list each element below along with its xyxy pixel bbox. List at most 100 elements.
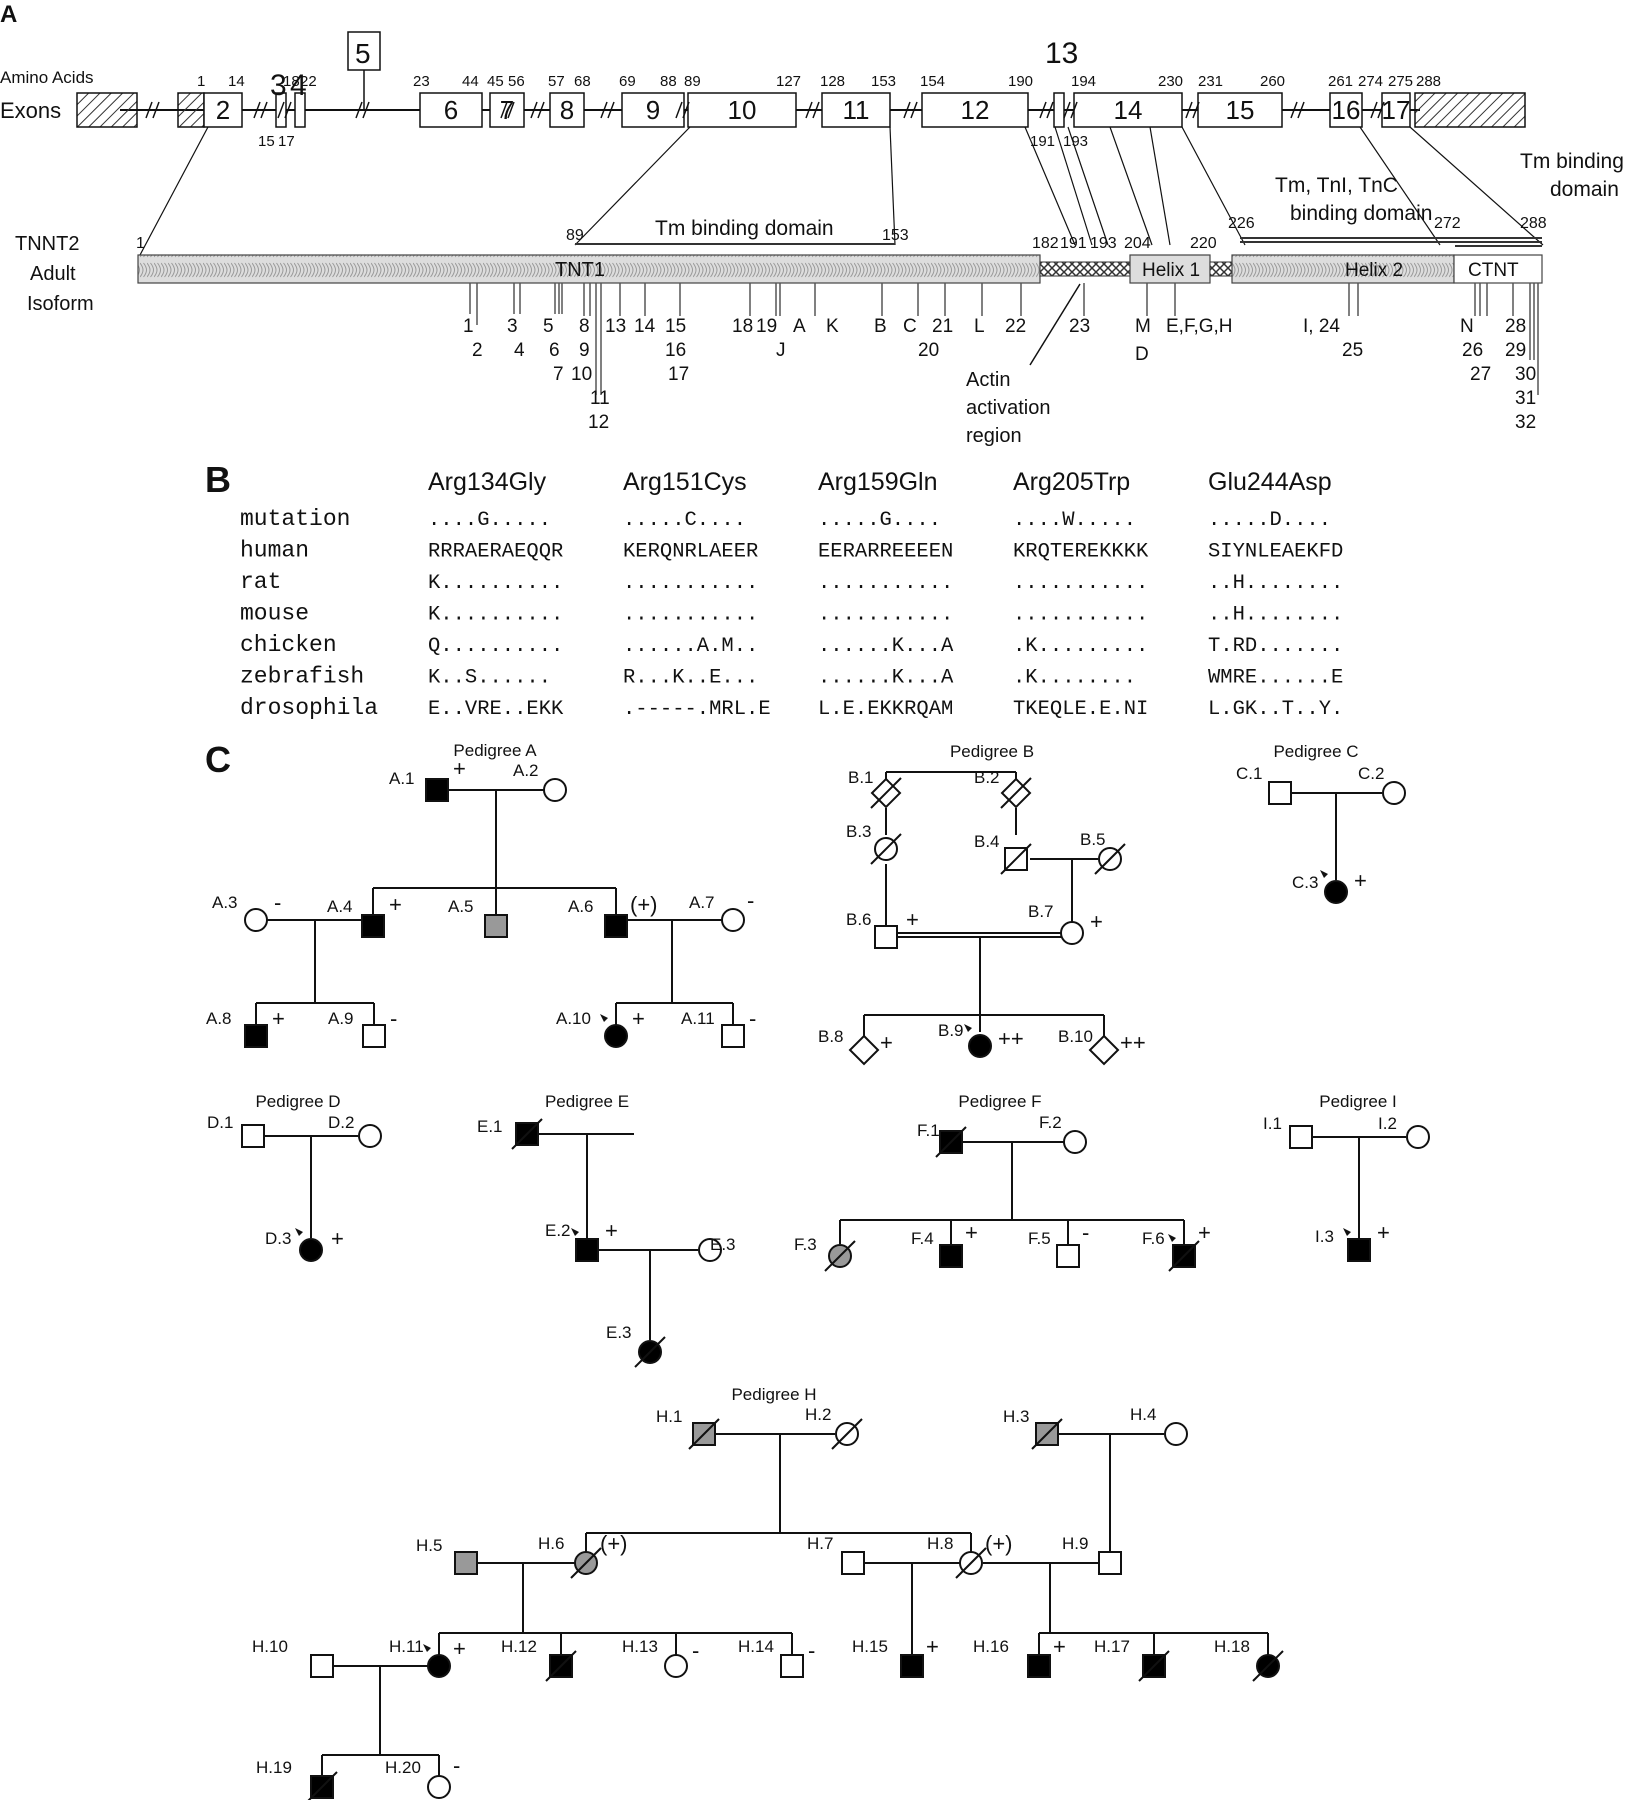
individual-B-4-deceased-mark <box>1000 843 1032 875</box>
seq-human-1: KERQNRLAEER <box>623 541 758 564</box>
mutation-label-24: 20 <box>918 340 939 361</box>
mutation-label-13: 14 <box>634 316 656 337</box>
panel-b-label: B <box>205 459 231 500</box>
individual-I-2 <box>1406 1125 1430 1149</box>
break-mark <box>1192 101 1200 119</box>
exon-8-aa-0: 57 <box>548 73 565 90</box>
individual-F-5-label: F.5 <box>1028 1229 1051 1248</box>
exon-4-label: 4 <box>290 69 307 102</box>
exon-4-aa-below-2: 17 <box>278 133 295 150</box>
mutation-label-32: I, 24 <box>1303 316 1340 337</box>
individual-D-3-label: D.3 <box>265 1229 291 1248</box>
exon-13-box <box>1053 92 1065 128</box>
individual-H-10 <box>310 1654 334 1678</box>
helix-1-domain <box>1129 254 1211 284</box>
tm-binding-c-label-2: domain <box>1550 178 1619 201</box>
individual-A-1-genotype: + <box>453 756 466 781</box>
individual-H-1-label: H.1 <box>656 1407 682 1426</box>
exon-3-aa-below-0: 15 <box>258 133 275 150</box>
tm-tni-tnc-label-2: binding domain <box>1290 202 1432 225</box>
individual-B-6-genotype: + <box>906 907 919 932</box>
break-mark <box>805 101 813 119</box>
species-drosophila: drosophila <box>240 695 378 721</box>
exon-12-label: 12 <box>961 95 990 125</box>
individual-D-2 <box>358 1124 382 1148</box>
mutation-label-41: 32 <box>1515 412 1536 433</box>
individual-H-7-label: H.7 <box>807 1534 833 1553</box>
exon-2-aa-0: 1 <box>197 73 205 90</box>
exon-15-aa-1: 260 <box>1260 73 1285 90</box>
break-mark <box>1070 101 1078 119</box>
break-mark <box>1297 101 1305 119</box>
individual-A-11-label: A.11 <box>681 1009 715 1028</box>
mutation-header-3: Arg205Trp <box>1013 468 1130 496</box>
individual-I-3-proband-arrow <box>1343 1228 1351 1236</box>
individual-C-1 <box>1268 781 1292 805</box>
seq-zebrafish-4: WMRE......E <box>1208 667 1343 690</box>
individual-B-2-label: B.2 <box>974 768 1000 787</box>
individual-H-11-label: H.11 <box>389 1637 424 1656</box>
exon-11-aa-0: 128 <box>820 73 845 90</box>
exon-11-box <box>821 92 891 128</box>
individual-H-18-deceased-mark <box>1252 1650 1284 1682</box>
break-mark <box>1039 101 1047 119</box>
individual-A-2 <box>543 778 567 802</box>
utr-5-block-1 <box>76 92 138 128</box>
seq-zebrafish-0: K..S...... <box>428 667 551 690</box>
individual-A-10-label: A.10 <box>556 1009 591 1028</box>
helix-1-label: Helix 1 <box>1142 260 1200 281</box>
pos-182: 182 <box>1032 235 1059 252</box>
exon-17-label: 17 <box>1382 95 1411 125</box>
seq-zebrafish-2: ......K...A <box>818 667 954 690</box>
break-mark <box>507 101 515 119</box>
exon-2-box <box>203 92 243 128</box>
individual-B-10 <box>1088 1034 1120 1066</box>
seq-chicken-2: ......K...A <box>818 635 954 658</box>
break-mark <box>500 101 508 119</box>
individual-H-11 <box>427 1654 451 1678</box>
tm-binding-c-label-1: Tm binding <box>1520 150 1624 173</box>
individual-C-2 <box>1382 781 1406 805</box>
exon-2-label: 2 <box>216 95 230 125</box>
individual-A-3 <box>244 908 268 932</box>
individual-F-6-label: F.6 <box>1142 1229 1165 1248</box>
exon-7-label: 7 <box>500 95 514 125</box>
exon-9-aa-1: 88 <box>660 73 677 90</box>
seq-mutation-3: ....W..... <box>1013 509 1136 532</box>
individual-H-3-label: H.3 <box>1003 1407 1029 1426</box>
individual-C-2-label: C.2 <box>1358 764 1384 783</box>
individual-H-6-label: H.6 <box>538 1534 564 1553</box>
seq-chicken-0: Q.......... <box>428 635 563 658</box>
pos-220: 220 <box>1190 235 1217 252</box>
individual-D-3 <box>299 1238 323 1262</box>
pedigree-H-title: Pedigree H <box>731 1385 816 1404</box>
individual-I-3-genotype: + <box>1377 1220 1390 1245</box>
exon-4-aa-0: 18 <box>283 73 300 90</box>
individual-B-6 <box>874 925 898 949</box>
individual-E-2-label: E.2 <box>545 1221 571 1240</box>
exon-4-aa-1: 22 <box>300 73 317 90</box>
individual-H-16-label: H.16 <box>973 1637 1009 1656</box>
individual-B-9 <box>968 1034 992 1058</box>
individual-H-9-label: H.9 <box>1062 1534 1088 1553</box>
individual-H-13-label: H.13 <box>622 1637 658 1656</box>
individual-B-4-label: B.4 <box>974 832 1000 851</box>
individual-C-3-label: C.3 <box>1292 873 1318 892</box>
species-chicken: chicken <box>240 632 337 658</box>
mutation-label-39: 30 <box>1515 364 1536 385</box>
mutation-label-26: L <box>974 316 985 337</box>
individual-H-5-label: H.5 <box>416 1536 442 1555</box>
intron-break-marks <box>145 101 1385 119</box>
seq-mouse-0: K.......... <box>428 604 563 627</box>
mutation-label-31: E,F,G,H <box>1166 316 1233 337</box>
exon-13-aa-below-1: 193 <box>1063 133 1088 150</box>
individual-H-5 <box>454 1551 478 1575</box>
exon-6-box <box>419 92 483 128</box>
individual-B-7-genotype: + <box>1090 909 1103 934</box>
individual-A-7-genotype: - <box>747 888 754 913</box>
seq-human-0: RRRAERAEQQR <box>428 541 563 564</box>
seq-chicken-3: .K......... <box>1013 635 1148 658</box>
break-mark <box>537 101 545 119</box>
break-mark <box>600 101 608 119</box>
